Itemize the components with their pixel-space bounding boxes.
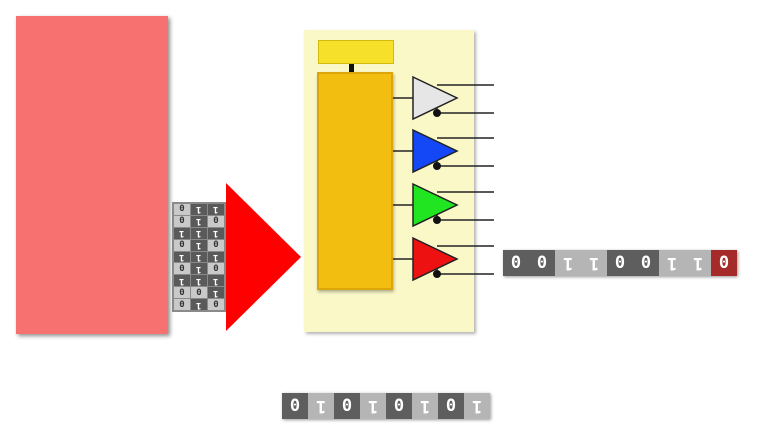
bit-cell: 1 bbox=[659, 250, 685, 276]
bit-value: 1 bbox=[588, 253, 600, 273]
bit-cell: 1 bbox=[360, 393, 386, 419]
bus-bit-cell: 0 bbox=[174, 204, 190, 215]
bit-value: 0 bbox=[536, 253, 548, 273]
bit-value: 1 bbox=[419, 396, 431, 416]
stack-cap bbox=[318, 40, 394, 64]
bit-value: 1 bbox=[562, 253, 574, 273]
bit-cell: 0 bbox=[386, 393, 412, 419]
bit-cell: 1 bbox=[308, 393, 334, 419]
bus-bit-cell: 0 bbox=[208, 215, 224, 227]
bit-value: 0 bbox=[341, 396, 353, 416]
bus-bit-cell: 1 bbox=[191, 204, 207, 215]
bit-cell: 1 bbox=[412, 393, 438, 419]
bus-bit-cell: 1 bbox=[174, 251, 190, 263]
bit-cell: 0 bbox=[438, 393, 464, 419]
bit-cell: 0 bbox=[711, 250, 737, 276]
bit-value: 1 bbox=[666, 253, 678, 273]
bit-cell: 1 bbox=[555, 250, 581, 276]
bus-bit-cell: 1 bbox=[208, 227, 224, 239]
bit-cell: 0 bbox=[503, 250, 529, 276]
bus-bit-cell: 1 bbox=[191, 227, 207, 239]
bus-bit-cell: 1 bbox=[191, 239, 207, 251]
bit-value: 0 bbox=[510, 253, 522, 273]
bus-bit-cell: 1 bbox=[191, 251, 207, 263]
bus-bit-cell: 1 bbox=[191, 275, 207, 287]
bit-cell: 1 bbox=[464, 393, 490, 419]
bit-cell: 0 bbox=[334, 393, 360, 419]
bit-cell: 1 bbox=[685, 250, 711, 276]
bit-value: 0 bbox=[640, 253, 652, 273]
bus-bit-cell: 1 bbox=[191, 215, 207, 227]
bus-bit-cell: 1 bbox=[174, 275, 190, 287]
bus-bit-cell: 1 bbox=[191, 299, 207, 310]
bus-bit-cell: 0 bbox=[208, 239, 224, 251]
bit-value: 1 bbox=[471, 396, 483, 416]
bus-bit-cell: 1 bbox=[208, 275, 224, 287]
bit-value: 0 bbox=[445, 396, 457, 416]
blue-buffer bbox=[393, 128, 494, 174]
bus-bit-cell: 0 bbox=[174, 299, 190, 310]
memory-block bbox=[16, 16, 168, 334]
white-buffer bbox=[393, 75, 494, 121]
bus-bit-cell: 0 bbox=[208, 263, 224, 275]
bit-cell: 0 bbox=[633, 250, 659, 276]
stack-notch bbox=[349, 64, 354, 72]
red-buffer bbox=[393, 236, 494, 282]
bus-bit-cell: 1 bbox=[208, 204, 224, 215]
bus-bit-cell: 1 bbox=[191, 263, 207, 275]
bit-cell: 0 bbox=[529, 250, 555, 276]
bus-bit-cell: 0 bbox=[174, 263, 190, 275]
data-stack bbox=[317, 72, 393, 290]
bit-value: 0 bbox=[393, 396, 405, 416]
bus-bit-cell: 0 bbox=[191, 287, 207, 299]
bit-cell: 0 bbox=[607, 250, 633, 276]
bit-value: 1 bbox=[315, 396, 327, 416]
bit-value: 1 bbox=[692, 253, 704, 273]
bit-value: 0 bbox=[718, 253, 730, 273]
bus-bit-cell: 0 bbox=[174, 287, 190, 299]
bus-bit-cell: 0 bbox=[174, 215, 190, 227]
bit-value: 0 bbox=[614, 253, 626, 273]
bus-bit-cell: 0 bbox=[174, 239, 190, 251]
bit-value: 1 bbox=[367, 396, 379, 416]
bus-bit-cell: 1 bbox=[174, 227, 190, 239]
bus-bit-cell: 1 bbox=[208, 287, 224, 299]
transfer-arrow bbox=[226, 183, 301, 331]
bit-cell: 1 bbox=[581, 250, 607, 276]
bus-bit-cell: 0 bbox=[208, 299, 224, 310]
bit-cell: 0 bbox=[282, 393, 308, 419]
bus-bit-cell: 1 bbox=[208, 251, 224, 263]
bit-value: 0 bbox=[289, 396, 301, 416]
green-buffer bbox=[393, 182, 494, 228]
